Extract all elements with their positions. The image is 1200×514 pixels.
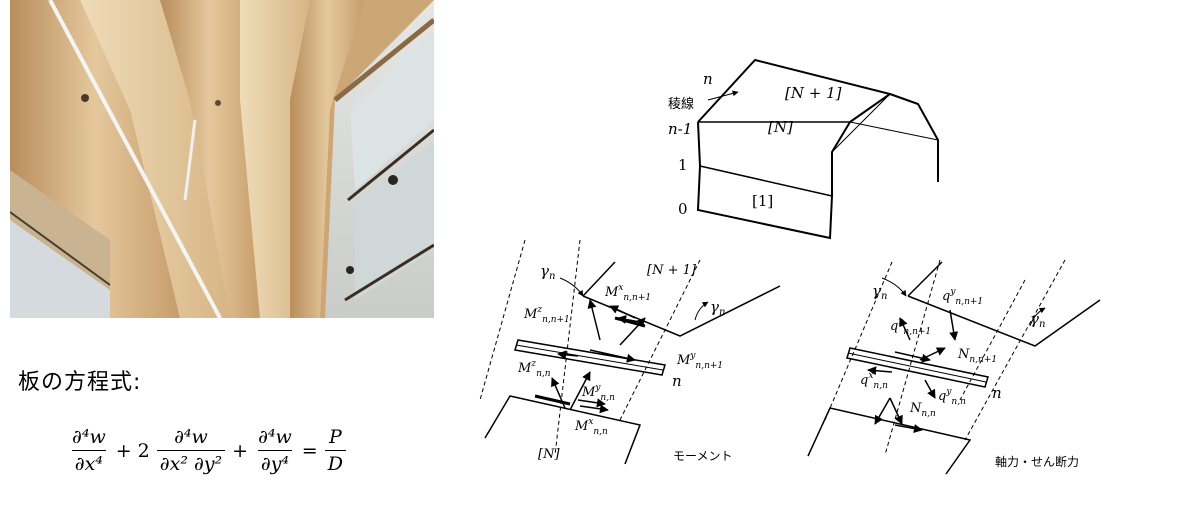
qx-bottom-label: qxn,n: [860, 371, 888, 391]
Mx-top-label: Mxn,n+1: [604, 283, 651, 303]
equals: =: [301, 439, 318, 462]
moment-edge-n: n: [672, 372, 682, 390]
Mz-top-arrow: [587, 299, 601, 341]
force-gamma-right-arc: [1029, 307, 1046, 327]
moment-caption: モーメント: [673, 449, 733, 463]
rhs-numerator: P: [328, 426, 342, 448]
front-edge-lines: [699, 165, 833, 197]
back-corner: [889, 93, 919, 105]
N-bottom-arrow-3: [894, 424, 923, 433]
ridge-line-n: [697, 58, 939, 182]
folded-plate-roof-photo: [10, 0, 434, 318]
Mx-bottom-arrow-2: [579, 404, 609, 414]
Mz-bottom-arrow: [557, 350, 579, 360]
plate-1-label: [1]: [752, 192, 773, 210]
plus-two: + 2: [115, 439, 150, 462]
edge-0-label: 0: [678, 200, 688, 218]
N-top-label: Nn,n+1: [957, 347, 997, 365]
force-upper-plate-edge: [907, 295, 1101, 347]
Mx-top-bar: [614, 316, 646, 328]
edge-1-label: 1: [678, 156, 688, 174]
term-1: ∂⁴w ∂x⁴: [69, 426, 109, 475]
N-top-arrow-2: [919, 347, 946, 361]
force-caption: 軸力・せん断力: [995, 454, 1079, 469]
force-gamma-left-arc: [881, 277, 907, 297]
force-dash-far: [959, 279, 1026, 401]
term-3-denominator: ∂y⁴: [257, 450, 293, 475]
moment-labels: γn γn [N + 1] [N] n Mxn,n+1 Mzn,n+1 Myn,…: [517, 262, 725, 462]
term-2-numerator: ∂⁴w: [174, 426, 208, 448]
Mz-top-label: Mzn,n+1: [523, 305, 570, 325]
force-diagram: [807, 259, 1101, 475]
Mx-bottom-bar: [534, 394, 571, 406]
force-dash-left: [824, 261, 893, 421]
back-lower-edge: [831, 93, 891, 153]
qy-bottom-arrow: [924, 379, 936, 399]
N-bottom-arrow-2: [889, 397, 903, 425]
back-ridge: [849, 121, 939, 141]
front-profile: [696, 93, 891, 240]
force-joint-strip-inner: [847, 352, 987, 383]
plate-n-plus-1-label: [N + 1]: [785, 84, 842, 102]
force-gamma-right: γn: [1030, 310, 1045, 330]
force-joint-strip: [846, 347, 989, 388]
force-upper-plate: [907, 261, 943, 297]
Mx-bottom-label: Mxn,n: [574, 417, 608, 437]
qy-top-arrow: [949, 309, 959, 341]
ridge-label: 稜線: [668, 96, 694, 112]
My-top-arrow: [619, 317, 646, 346]
joint-strip-inner: [515, 344, 664, 371]
plate-n-label: [N]: [768, 118, 793, 136]
force-lower-plate: [807, 407, 972, 475]
plate-equation-heading: 板の方程式:: [18, 370, 142, 395]
moment-plate-bottom: [N]: [538, 447, 560, 462]
ridge-pointer: [707, 90, 739, 101]
dash-center: [554, 239, 581, 456]
dash-left: [479, 239, 526, 401]
force-labels: γn γn n qyn,n+1 qxn,n+1 Nn,n+1 qxn,n qyn…: [860, 282, 1045, 419]
gamma-right-arc: [694, 301, 709, 321]
term-1-denominator: ∂x⁴: [71, 450, 106, 475]
moment-gamma-left: γn: [540, 262, 555, 282]
force-dash-right: [964, 259, 1066, 441]
qx-bottom-arrow: [867, 366, 893, 376]
term-3: ∂⁴w ∂y⁴: [255, 426, 295, 475]
rhs-denominator: D: [324, 450, 346, 475]
plus: +: [232, 439, 249, 462]
force-edge-n: n: [992, 384, 1002, 402]
My-top-arrow-2: [589, 349, 636, 363]
edge-n-label: n: [703, 70, 713, 88]
rhs: P D: [324, 426, 346, 475]
Mx-bottom-arrow: [577, 398, 606, 408]
plate-equation: ∂⁴w ∂x⁴ + 2 ∂⁴w ∂x² ∂y² + ∂⁴w ∂y⁴ = P D: [66, 426, 349, 475]
moment-gamma-right: γn: [710, 298, 725, 318]
joint-strip: [514, 339, 666, 376]
moment-diagram: [479, 239, 781, 465]
term-2: ∂⁴w ∂x² ∂y²: [156, 426, 226, 475]
N-bottom-label: Nn,n: [909, 401, 936, 419]
folded-plate-labels: n 稜線 n-1 1 0 [N + 1] [N] [1]: [668, 70, 842, 218]
My-bottom-label: Myn,n: [581, 383, 615, 403]
My-top-label: Myn,n+1: [676, 351, 723, 371]
qx-top-label: qxn,n+1: [890, 317, 931, 337]
My-bottom-arrow: [569, 371, 591, 411]
term-1-numerator: ∂⁴w: [72, 426, 106, 448]
force-gamma-left: γn: [872, 282, 887, 302]
N-bottom-arrow: [874, 397, 891, 425]
Mz-bottom-label: Mzn,n: [517, 359, 551, 379]
moment-plate-top: [N + 1]: [647, 263, 697, 278]
folded-plate-diagram: [696, 58, 939, 240]
edge-n-minus-1-label: n-1: [668, 120, 692, 138]
qy-bottom-label: qyn,n: [938, 387, 966, 407]
lower-plate: [484, 395, 642, 465]
gamma-left-arc: [559, 277, 584, 297]
upper-plate: [582, 261, 616, 297]
qy-top-label: qyn,n+1: [942, 287, 983, 307]
term-2-denominator: ∂x² ∂y²: [156, 450, 226, 475]
term-3-numerator: ∂⁴w: [258, 426, 292, 448]
Mx-top-arrow: [609, 305, 636, 319]
qx-top-arrow: [899, 317, 911, 341]
dash-right: [619, 259, 701, 421]
diagram-area: n 稜線 n-1 1 0 [N + 1] [N] [1]: [440, 0, 1200, 510]
